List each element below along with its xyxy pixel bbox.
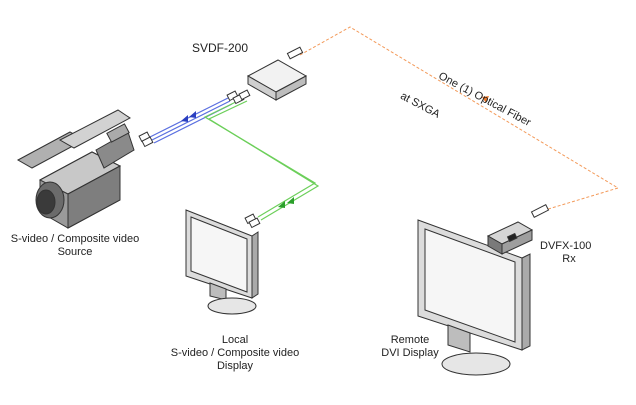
remote-label-line2: DVI Display [381,347,439,359]
source-label-line2: Source [57,246,93,258]
local-display-label: Local S-video / Composite video Display [160,334,310,373]
local-label-line2: S-video / Composite video [170,347,300,359]
fiber-direction-arrow [482,96,489,103]
dvfx-label-line1: DVFX-100 [540,240,592,252]
remote-label-line1: Remote [390,334,430,346]
svdf-200-device [246,59,308,101]
local-monitor-icon [185,209,259,315]
green-arrow-2 [287,197,294,204]
local-label-line1: Local [221,334,249,346]
dvfx-100-rx-device [486,221,534,255]
local-label-line3: Display [216,360,254,372]
optical-fiber-link [299,26,620,211]
green-arrow-1 [278,201,285,208]
source-label: S-video / Composite video Source [0,233,150,259]
remote-monitor-icon [417,219,531,376]
svideo-cable-blue [149,97,233,144]
dvfx-label-line2: Rx [562,253,576,265]
source-label-line1: S-video / Composite video [10,233,140,245]
blue-arrow-1 [181,115,188,122]
connector-plugs [138,46,550,229]
camcorder-icon [16,109,135,229]
svdf-200-label: SVDF-200 [192,41,249,55]
svideo-cable-green [203,97,320,221]
blue-arrow-2 [189,111,196,118]
dvfx-100-label: DVFX-100 Rx [540,240,598,266]
remote-display-label: Remote DVI Display [370,334,450,360]
